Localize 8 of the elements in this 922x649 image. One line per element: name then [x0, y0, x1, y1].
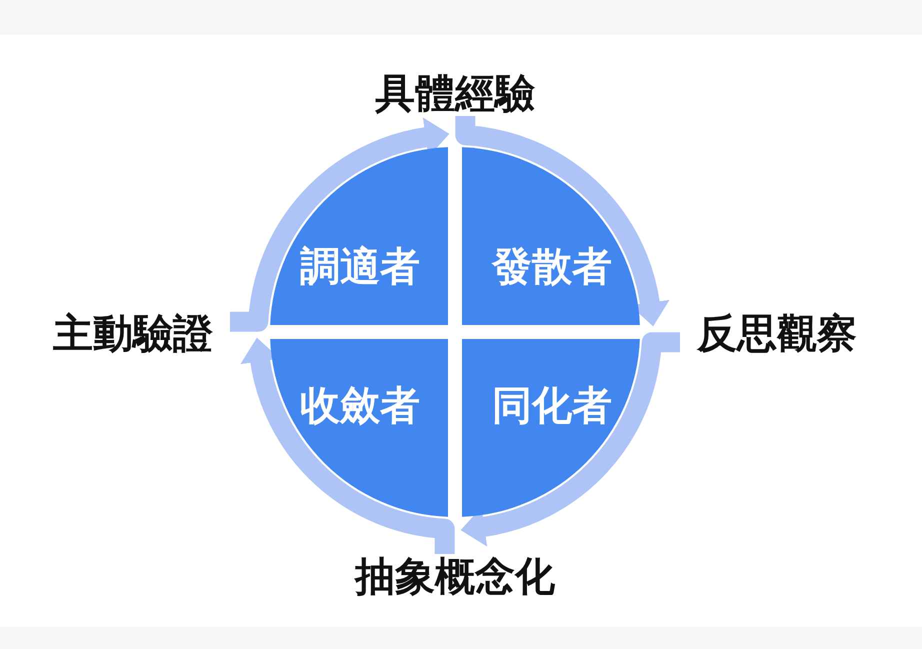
learner-type-label: 同化者	[492, 386, 612, 426]
stage-label: 具體經驗	[355, 72, 555, 116]
stage-label: 抽象概念化	[330, 554, 580, 600]
stage-label: 反思觀察	[680, 312, 874, 356]
stage-label: 主動驗證	[36, 312, 230, 356]
learner-type-label: 收斂者	[300, 386, 420, 426]
learner-type-label: 發散者	[492, 247, 612, 287]
learner-type-label: 調適者	[300, 247, 420, 287]
